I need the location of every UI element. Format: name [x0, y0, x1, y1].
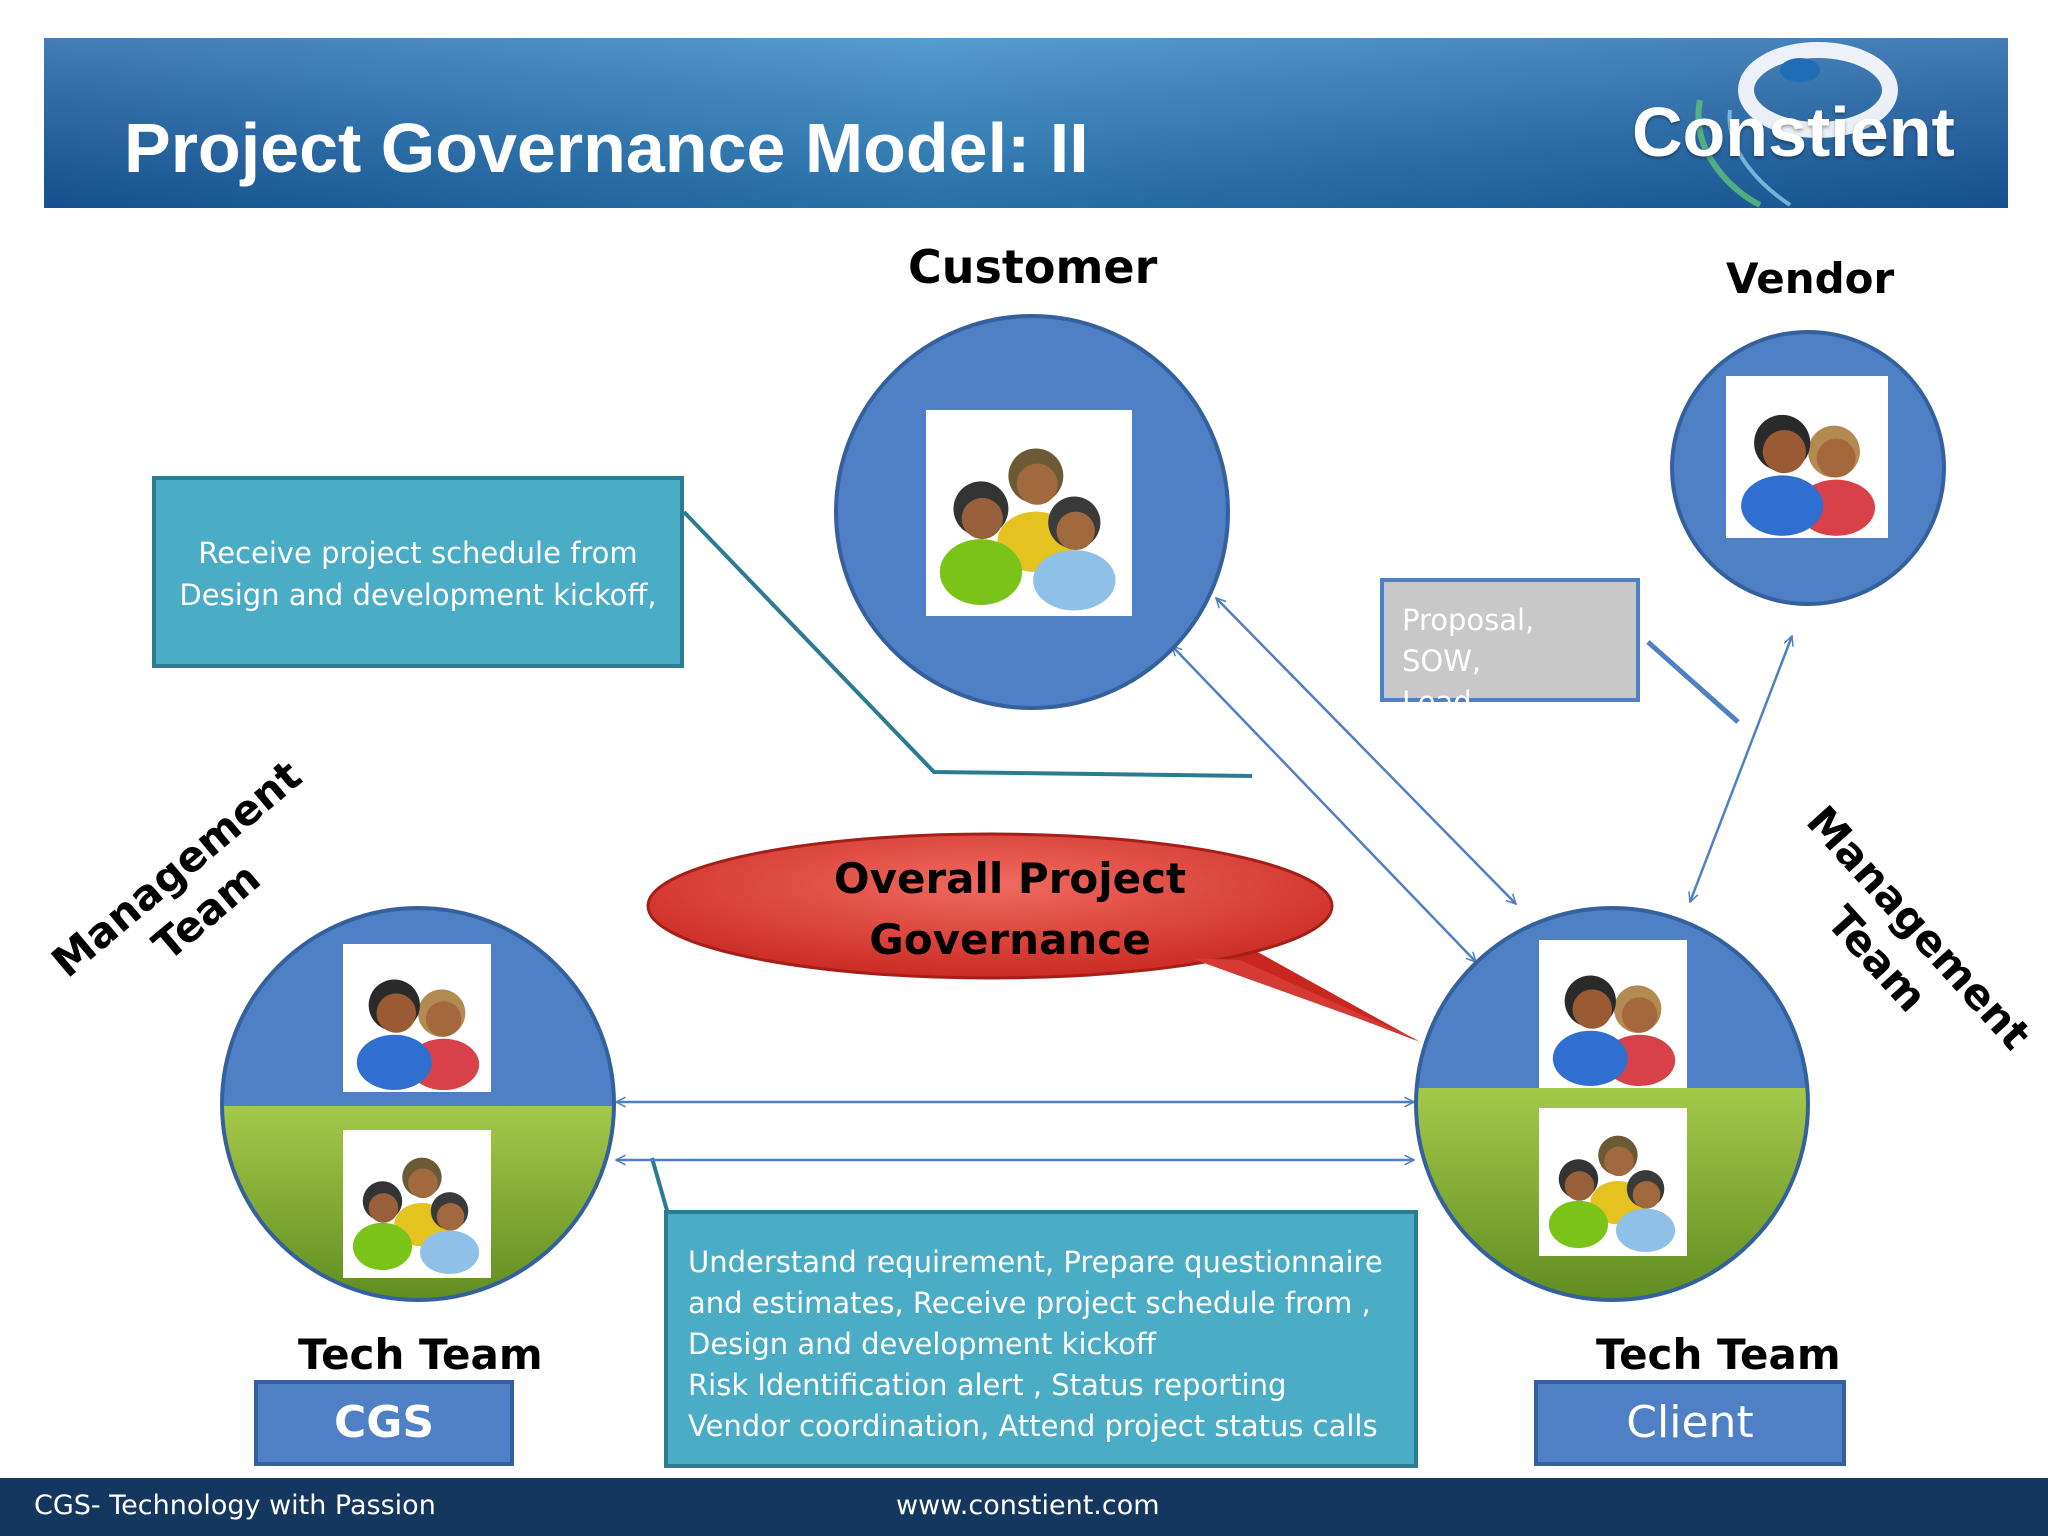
tasks-callout: Understand requirement, Prepare question…: [664, 1210, 1418, 1468]
schedule-callout-line2: Design and development kickoff,: [179, 578, 657, 612]
footer-bar: [0, 1478, 2048, 1536]
left-tech-group-icon: [343, 1130, 491, 1278]
customer-label: Customer: [908, 240, 1158, 294]
tasks-callout-line3: Design and development kickoff: [688, 1327, 1156, 1361]
schedule-callout: Receive project schedule from Design and…: [152, 476, 684, 668]
governance-line1: Overall Project: [833, 854, 1187, 903]
customer-node: [834, 314, 1230, 710]
left-management-people-icon: [343, 944, 491, 1092]
governance-bubble-text: Overall Project Governance: [760, 848, 1260, 970]
tasks-callout-line4: Risk Identification alert , Status repor…: [688, 1368, 1287, 1402]
tasks-connector-line: [650, 1157, 670, 1215]
logo-globe-icon: [1695, 42, 1898, 208]
tasks-callout-line2: and estimates, Receive project schedule …: [688, 1286, 1371, 1320]
footer-website: www.constient.com: [896, 1490, 1160, 1521]
left-tech-label: Tech Team: [298, 1330, 543, 1379]
right-tech-group-icon: [1539, 1108, 1687, 1256]
left-team-node: [220, 906, 616, 1302]
slide-title: Project Governance Model: II: [124, 109, 1089, 187]
header-bar: [44, 38, 2008, 208]
governance-line2: Governance: [869, 915, 1151, 964]
arrow-vendor-to-client: [1690, 636, 1792, 902]
right-management-people-icon: [1539, 940, 1687, 1088]
right-tech-label: Tech Team: [1596, 1330, 1841, 1379]
schedule-callout-line1: Receive project schedule from: [198, 536, 638, 570]
proposal-callout-box: [1380, 578, 1640, 702]
proposal-callout-text: Proposal, SOW, Lead: [1402, 600, 1622, 723]
customer-group-icon: [926, 410, 1132, 616]
proposal-connector-line: [1646, 640, 1740, 724]
cgs-label-box: CGS: [254, 1380, 514, 1466]
governance-bubble: [646, 832, 1420, 1042]
vendor-label: Vendor: [1726, 254, 1895, 303]
brand-logo: Constient: [1632, 93, 1955, 171]
footer-tagline: CGS- Technology with Passion: [34, 1490, 436, 1521]
arrow-customer-to-client-2: [1172, 646, 1476, 962]
proposal-callout-line1: Proposal, SOW,: [1402, 603, 1535, 678]
schedule-connector-line: [682, 510, 1253, 778]
tasks-callout-line5: Vendor coordination, Attend project stat…: [688, 1409, 1378, 1443]
right-team-node: [1414, 906, 1810, 1302]
proposal-callout-line2: Lead: [1402, 685, 1472, 719]
vendor-people-icon: [1726, 376, 1888, 538]
vendor-node: [1670, 330, 1946, 606]
tasks-callout-line1: Understand requirement, Prepare question…: [688, 1245, 1383, 1279]
client-label-box: Client: [1534, 1380, 1846, 1466]
